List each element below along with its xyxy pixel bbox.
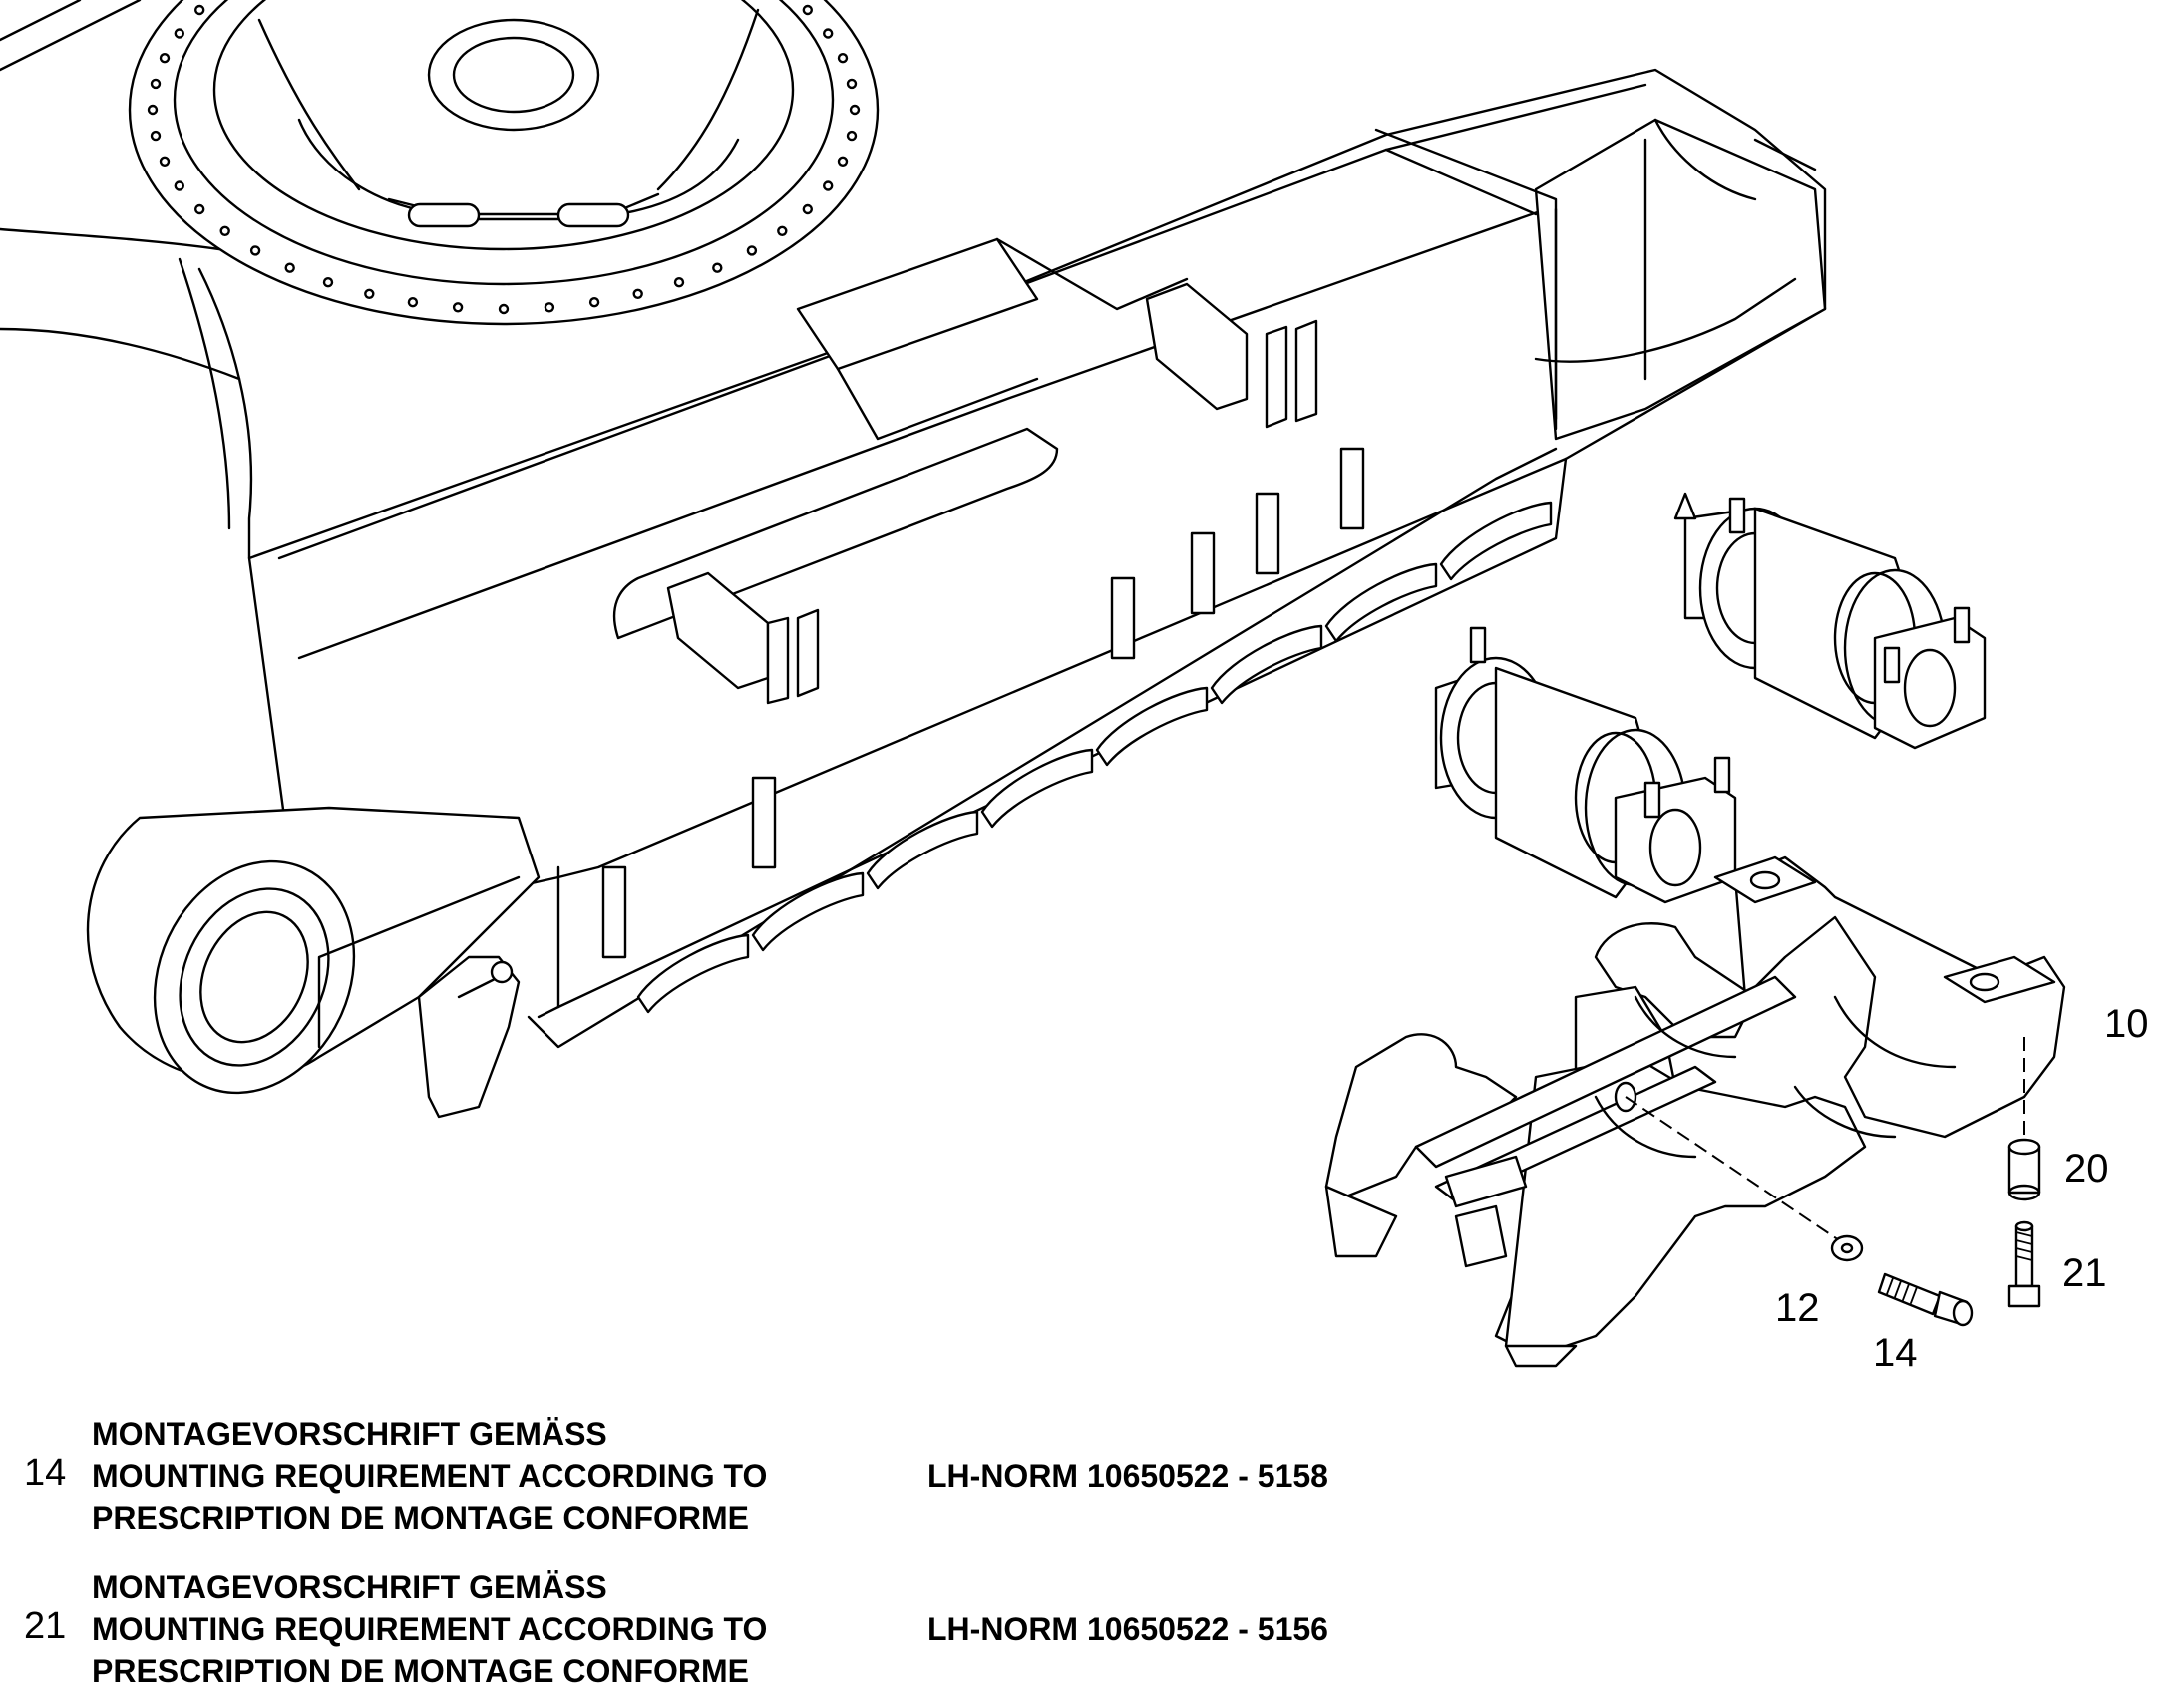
bolt-21 xyxy=(2007,1220,2041,1308)
note-14-norm: LH-NORM 10650522 - 5158 xyxy=(927,1458,1328,1494)
callout-10: 10 xyxy=(2104,1002,2149,1046)
ring-bolt-hole xyxy=(159,53,171,64)
bottom-roller xyxy=(636,933,750,1014)
ring-bolt-hole xyxy=(837,156,849,168)
bottom-roller xyxy=(1095,686,1209,767)
lifting-lugs xyxy=(666,282,1318,705)
bottom-roller xyxy=(1324,562,1438,643)
track-guard-10 xyxy=(1324,855,2066,1368)
ring-bolt-hole xyxy=(159,156,171,168)
ring-bolt-hole xyxy=(364,288,375,299)
ring-bolt-hole xyxy=(284,262,295,273)
note-21-line-en: MOUNTING REQUIREMENT ACCORDING TO xyxy=(92,1611,768,1647)
ring-bolt-hole xyxy=(498,303,510,315)
ring-bolt-hole xyxy=(249,245,261,256)
ring-bolt-hole xyxy=(588,297,600,308)
callout-14: 14 xyxy=(1873,1331,1918,1375)
ring-bolt-hole xyxy=(150,78,162,90)
ring-bolt-hole xyxy=(802,203,813,215)
side-lugs xyxy=(601,447,1365,959)
slewing-ring xyxy=(128,0,880,326)
ring-bolt-hole xyxy=(174,28,185,39)
callout-12: 12 xyxy=(1775,1286,1820,1330)
note-14-line-en: MOUNTING REQUIREMENT ACCORDING TO xyxy=(92,1458,768,1494)
track-frame xyxy=(86,68,1827,1119)
note-21-line-de: MONTAGEVORSCHRIFT GEMÄSS xyxy=(92,1569,607,1605)
bottom-roller xyxy=(1439,501,1553,581)
ring-bolt-hole xyxy=(174,180,185,191)
spacer-20 xyxy=(2007,1138,2041,1201)
ring-bolt-hole xyxy=(544,302,555,313)
ring-bolt-hole xyxy=(193,4,205,16)
ring-bolt-hole xyxy=(673,277,685,288)
ring-bolt-holes xyxy=(147,4,861,315)
ring-bolt-hole xyxy=(712,262,723,273)
bottom-roller-row xyxy=(636,501,1553,1014)
ring-bolt-hole xyxy=(632,288,643,299)
note-21-item-number: 21 xyxy=(24,1605,67,1647)
ring-bolt-hole xyxy=(802,4,813,16)
ring-bolt-hole xyxy=(823,180,834,191)
ring-bolt-hole xyxy=(777,225,788,237)
callout-21: 21 xyxy=(2062,1251,2107,1295)
idler-end xyxy=(86,806,541,1095)
ring-bolt-hole xyxy=(193,203,205,215)
ring-bolt-hole xyxy=(452,302,464,313)
ring-bolt-hole xyxy=(846,130,858,142)
ring-bolt-hole xyxy=(407,297,419,308)
assembly-line-12-14 xyxy=(1625,1096,1846,1245)
bottom-roller xyxy=(866,810,979,890)
note-14-item-number: 14 xyxy=(24,1452,67,1494)
ring-bolt-hole xyxy=(823,28,834,39)
center-frame xyxy=(0,0,880,560)
bottom-roller xyxy=(980,748,1094,829)
ring-bolt-hole xyxy=(746,245,758,256)
ring-bolt-hole xyxy=(147,104,159,116)
callout-20: 20 xyxy=(2064,1147,2109,1191)
ring-bolt-hole xyxy=(849,104,861,116)
note-21-line-fr: PRESCRIPTION DE MONTAGE CONFORME xyxy=(92,1653,749,1689)
carrier-roller-front xyxy=(1434,626,1737,904)
note-14-line-de: MONTAGEVORSCHRIFT GEMÄSS xyxy=(92,1416,607,1452)
ring-bolt-hole xyxy=(150,130,162,142)
washer-12 xyxy=(1830,1234,1864,1262)
ring-bolt-hole xyxy=(219,225,230,237)
bottom-roller xyxy=(751,871,865,952)
bottom-roller xyxy=(1210,624,1323,705)
ring-bolt-hole xyxy=(322,277,334,288)
note-14-line-fr: PRESCRIPTION DE MONTAGE CONFORME xyxy=(92,1500,749,1536)
ring-bolt-hole xyxy=(837,53,849,64)
ring-bolt-hole xyxy=(846,78,858,90)
carrier-roller-rear xyxy=(1673,492,1987,750)
bolt-14 xyxy=(1877,1272,1974,1327)
note-21-norm: LH-NORM 10650522 - 5156 xyxy=(927,1611,1328,1647)
